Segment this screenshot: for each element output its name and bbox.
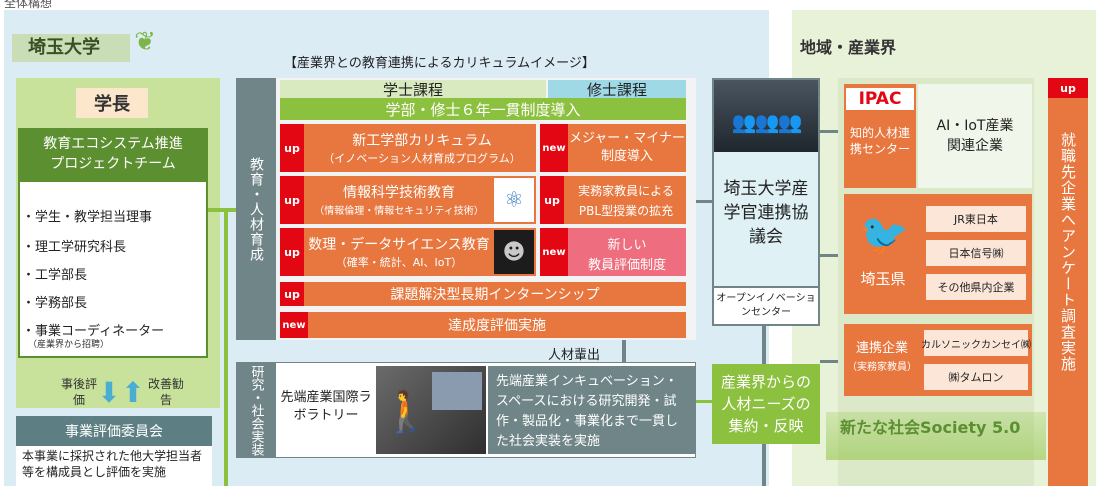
bachelor-header: 学士課程 xyxy=(280,80,546,99)
partner-label: 連携企業 xyxy=(855,340,908,356)
master-row-3-sub: 教員評価制度 xyxy=(587,258,666,273)
evaluation-committee: 事業評価委員会 xyxy=(16,416,212,446)
internship-tag: up xyxy=(280,282,304,306)
ipac-description: 知的人材連携センター xyxy=(849,126,910,156)
lab-label: 先端産業国際ラボラトリー xyxy=(280,390,372,423)
prefecture-label: 埼玉県 xyxy=(860,269,906,288)
master-row-1-tag: new xyxy=(540,124,568,172)
partner-note: （実務家教員） xyxy=(847,361,917,373)
output-label: 人材輩出 xyxy=(548,348,601,363)
member-2: ・理工学研究科長 xyxy=(22,240,127,255)
lab-screen xyxy=(432,372,482,410)
member-3: ・工学部長 xyxy=(22,268,88,283)
arrow-up-icon: ⬆ xyxy=(121,375,145,409)
education-side-label: 教育・人材育成 xyxy=(236,78,276,340)
open-innovation-center: オープンイノベーションセンター xyxy=(714,286,818,324)
master-row-3-title: 新しい xyxy=(607,238,647,253)
connector-line xyxy=(820,130,840,133)
company-nippon-signal: 日本信号㈱ xyxy=(926,240,1026,266)
row-3-tag: up xyxy=(280,228,304,276)
arrow-down-icon: ⬇ xyxy=(97,375,121,409)
survey-text: 就職先企業へアンケート調査実施 xyxy=(1059,132,1077,372)
audience-icon: 👥👥👥 xyxy=(731,110,803,134)
needs-box: 産業界からの人材ニーズの集約・反映 xyxy=(712,364,820,444)
council-title: 埼玉大学産学官連携協議会 xyxy=(723,179,809,247)
company-others: その他県内企業 xyxy=(926,274,1026,300)
member-5: ・事業コーディネーター xyxy=(22,324,165,339)
curriculum-heading: 【産業界との教育連携によるカリキュラムイメージ】 xyxy=(284,56,595,71)
council-photo xyxy=(714,80,818,152)
master-header: 修士課程 xyxy=(548,80,686,99)
connector-line xyxy=(696,400,714,403)
improvement-label: 改善勧告 xyxy=(148,377,185,407)
post-evaluation-label: 事後評価 xyxy=(60,377,97,407)
connector-line xyxy=(820,254,840,257)
company-jr: JR東日本 xyxy=(926,206,1026,232)
master-row-2 xyxy=(540,176,686,224)
research-description: 先端産業インキュベーション・スペースにおける研究開発・試作・製品化・事業化まで一… xyxy=(488,366,696,454)
member-4: ・学務部長 xyxy=(22,296,88,311)
city-skyline xyxy=(826,412,1046,460)
connector-line xyxy=(224,208,228,486)
evaluation-row xyxy=(280,312,686,338)
connector-line xyxy=(622,340,626,362)
network-graphic-icon: ⚛ xyxy=(494,178,534,222)
master-row-1-title: メジャー・マイナー制度導入 xyxy=(568,131,686,164)
integrated-banner: 学部・修士６年一貫制度導入 xyxy=(280,98,686,120)
connector-line xyxy=(820,360,840,363)
mascot-bird-icon: 🐦 xyxy=(859,211,909,258)
curriculum-row-2 xyxy=(280,176,536,224)
partner-calsonic: カルソニックカンセイ㈱ xyxy=(921,330,1031,356)
member-1: ・学生・教学担当理事 xyxy=(22,210,153,225)
mascot-icon: ❦ xyxy=(134,27,156,57)
evaluation-title: 達成度評価実施 xyxy=(448,318,546,334)
master-row-2-title: 実務家教員による xyxy=(578,184,674,198)
row-2-title: 情報科学技術教育 xyxy=(343,185,455,201)
survey-column xyxy=(1048,78,1088,486)
connector-line xyxy=(208,208,238,212)
person-icon: 🚶 xyxy=(381,388,431,435)
row-3-sub: （確率・統計、AI、IoT） xyxy=(335,256,463,269)
row-1-tag: up xyxy=(280,124,304,172)
ai-head-graphic-icon: ☻ xyxy=(494,230,534,274)
internship-title: 課題解決型長期インターンシップ xyxy=(390,287,600,303)
master-row-2-sub: PBL型授業の拡充 xyxy=(578,204,674,218)
region-title: 地域・産業界 xyxy=(800,38,897,57)
survey-tag: up xyxy=(1048,78,1088,98)
members-box xyxy=(18,180,208,358)
curriculum-row-3 xyxy=(280,228,536,276)
university-name-banner: 埼玉大学 xyxy=(12,34,130,62)
row-3-title: 数理・データサイエンス教育 xyxy=(308,237,490,253)
row-2-tag: up xyxy=(280,176,304,224)
committee-description: 本事業に採択された他大学担当者等を構成員とし評価を実施 xyxy=(16,446,212,486)
curriculum-row-1 xyxy=(280,124,536,172)
coordinator-note: （産業界から招聘） xyxy=(28,340,110,350)
master-row-3-tag: new xyxy=(540,228,568,276)
connector-line xyxy=(696,200,714,203)
president-box: 学長 xyxy=(76,88,148,118)
project-team-box: 教育エコシステム推進プロジェクトチーム xyxy=(18,128,208,180)
row-2-sub: （情報倫理・情報セキュリティ技術） xyxy=(314,206,484,217)
ipac-label: IPAC xyxy=(846,88,914,110)
master-row-2-tag: up xyxy=(540,176,564,224)
overall-plan-label: 全体構想 xyxy=(4,0,53,10)
evaluation-tag: new xyxy=(280,312,308,338)
research-side-label: 研究・社会実装 xyxy=(236,362,276,458)
ai-iot-companies: AI・IoT産業関連企業 xyxy=(918,84,1032,188)
internship-row xyxy=(280,282,686,306)
row-1-title: 新工学部カリキュラム xyxy=(352,133,492,149)
row-1-sub: （イノベーション人材育成プログラム） xyxy=(323,152,521,165)
partner-tamron: ㈱タムロン xyxy=(924,364,1028,390)
society-label: 新たな社会Society 5.0 xyxy=(840,418,1021,437)
